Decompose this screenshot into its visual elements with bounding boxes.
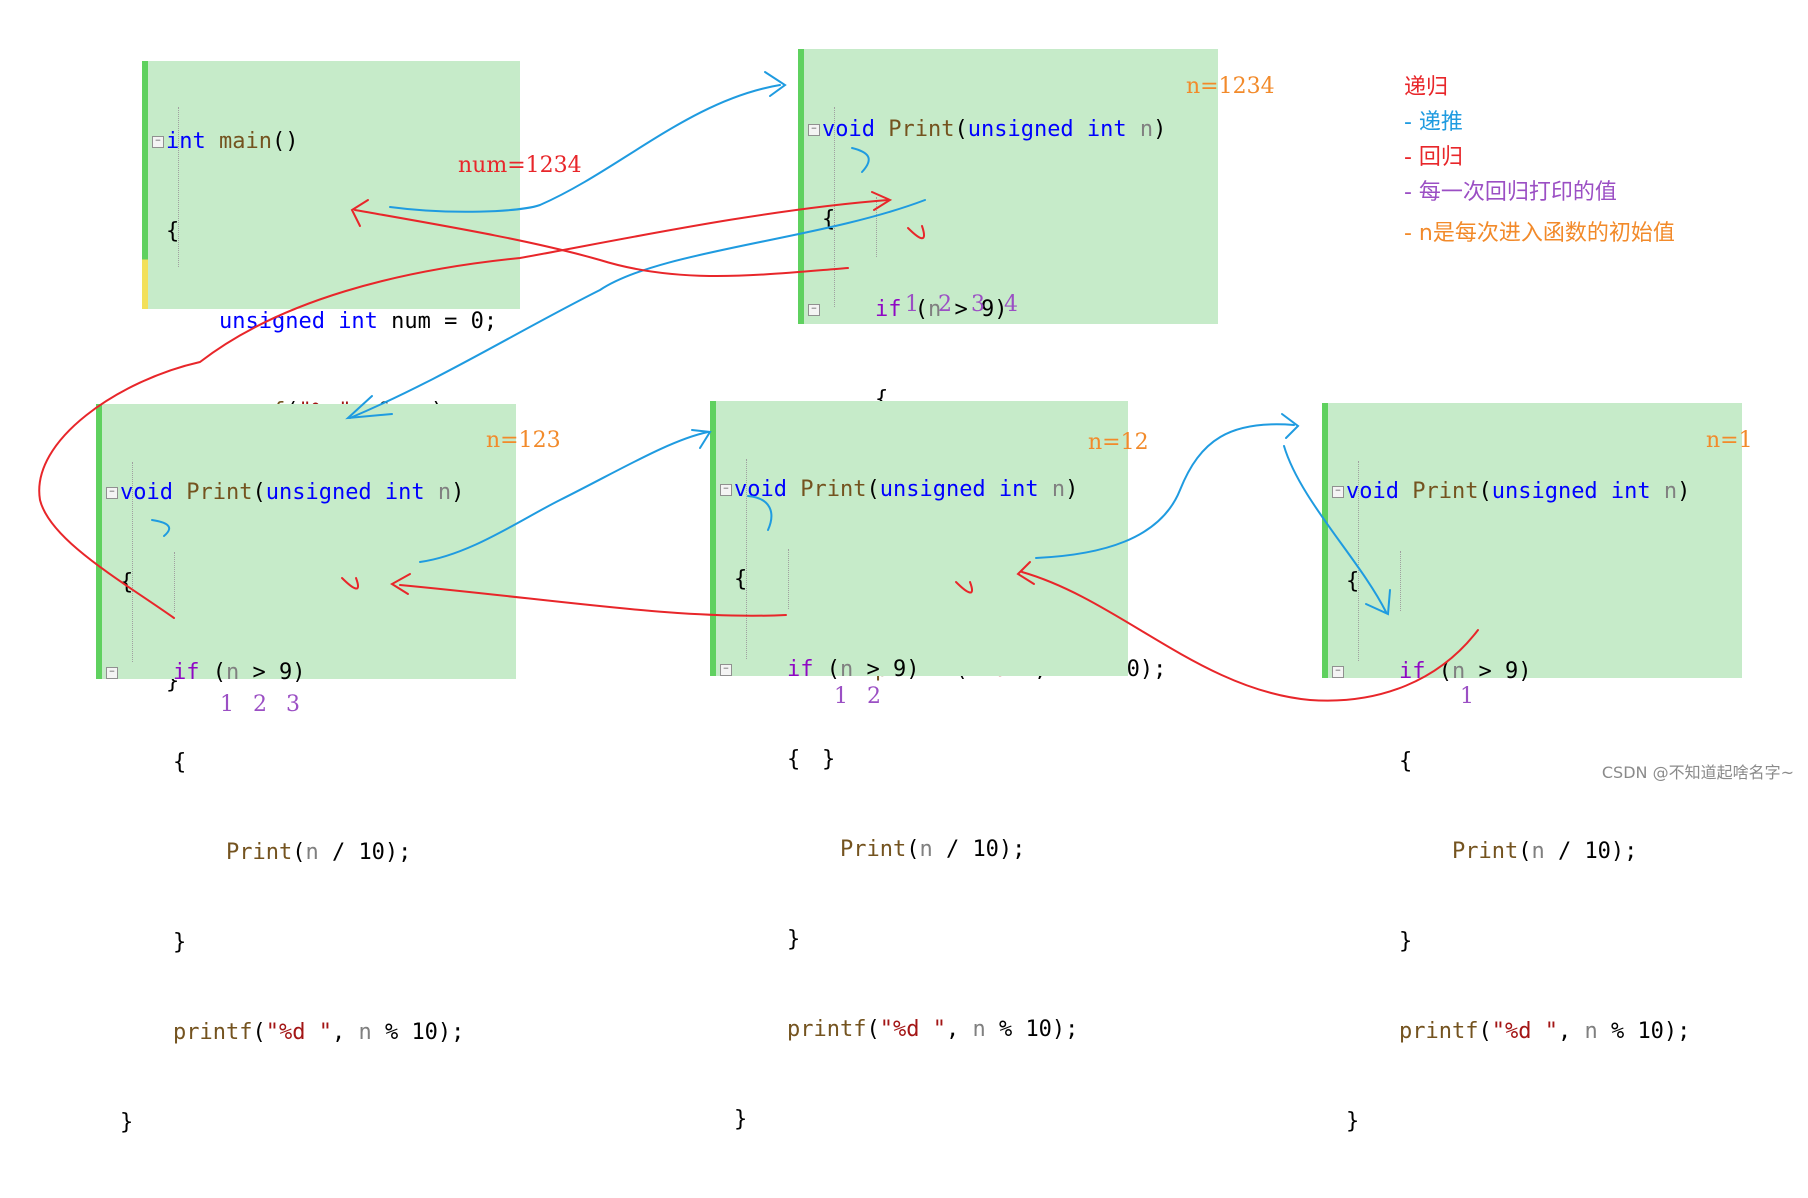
descent-arrow-2 (349, 199, 926, 419)
return-arrow-3 (399, 584, 787, 617)
branch-hint (151, 519, 171, 537)
printed-output-3: 1 2 (834, 684, 887, 709)
arrows-layer (38, 71, 1479, 702)
watermark: CSDN @不知道起啥名字~ (1601, 763, 1794, 782)
legend-title: 递归 (1404, 75, 1449, 100)
step-mark (907, 225, 926, 240)
collapse-icon[interactable]: − (808, 304, 820, 316)
return-arrow-1 (354, 209, 849, 277)
n-value-label-1: n=1234 (1186, 74, 1275, 99)
collapse-icon[interactable]: − (106, 667, 118, 679)
arrowhead-icon (1365, 589, 1391, 616)
printed-output-2: 1 2 3 (220, 692, 306, 717)
arrowhead-icon (1016, 561, 1035, 585)
legend-return: - 回归 (1404, 145, 1463, 170)
descent-arrow-1 (389, 84, 781, 213)
n-value-label-4: n=1 (1706, 428, 1753, 453)
change-gutter (142, 61, 148, 309)
step-mark (341, 577, 360, 590)
branch-hint (747, 495, 773, 531)
collapse-icon[interactable]: − (1332, 486, 1344, 498)
collapse-icon[interactable]: − (720, 484, 732, 496)
printed-output-4: 1 (1460, 684, 1480, 709)
descent-arrow-3 (419, 431, 709, 563)
arrowhead-icon (1281, 413, 1300, 439)
branch-hint (851, 147, 870, 173)
return-arrow-4 (1021, 571, 1479, 702)
return-arrow-2 (38, 199, 889, 619)
collapse-icon[interactable]: − (152, 136, 164, 148)
descent-arrow-5 (1283, 445, 1387, 613)
arrowhead-icon (350, 199, 369, 227)
collapse-icon[interactable]: − (808, 124, 820, 136)
descent-arrow-4 (1035, 423, 1295, 559)
step-mark (955, 581, 974, 594)
change-gutter (798, 49, 804, 324)
num-value-label: num=1234 (458, 153, 582, 178)
change-gutter (710, 401, 716, 676)
legend-descent: - 递推 (1404, 110, 1463, 135)
arrowhead-icon (390, 573, 411, 595)
n-value-label-3: n=12 (1088, 430, 1149, 455)
arrowhead-icon (345, 395, 393, 420)
arrowhead-icon (691, 429, 712, 449)
change-gutter (1322, 403, 1328, 678)
change-gutter (96, 404, 102, 679)
n-value-label-2: n=123 (486, 428, 561, 453)
arrowhead-icon (764, 71, 787, 97)
legend-printed-value: - 每一次回归打印的值 (1404, 180, 1617, 205)
collapse-icon[interactable]: − (720, 664, 732, 676)
collapse-icon[interactable]: − (106, 487, 118, 499)
printed-output-1: 1 2 3 4 (905, 292, 1024, 317)
legend-initial-n: - n是每次进入函数的初始值 (1404, 221, 1675, 246)
collapse-icon[interactable]: − (1332, 666, 1344, 678)
arrowhead-icon (871, 191, 893, 211)
legend: 递归 - 递推 - 回归 - 每一次回归打印的值 - n是每次进入函数的初始值 (1404, 70, 1675, 251)
